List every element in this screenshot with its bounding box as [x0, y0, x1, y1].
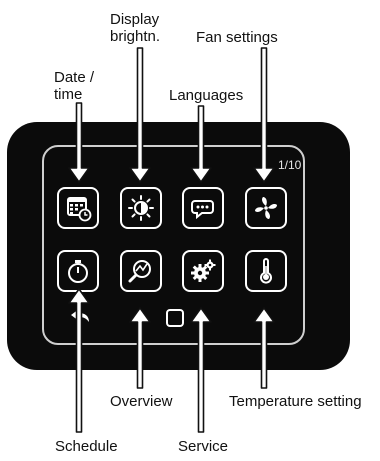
arrow-schedule [68, 288, 90, 433]
label-display-brightness: Display brightn. [110, 11, 161, 45]
page-indicator: 1/10 [278, 158, 302, 172]
overview-button[interactable] [120, 250, 162, 292]
label-temperature-setting: Temperature setting [229, 393, 362, 410]
device-panel [7, 122, 350, 370]
calendar-clock-icon [67, 197, 92, 222]
label-date-time: Date / time [54, 69, 95, 103]
fan-settings-button[interactable] [245, 187, 287, 229]
label-service: Service [178, 438, 229, 455]
arrow-fan-settings [253, 47, 275, 183]
magnifier-chart-icon [128, 260, 151, 283]
arrow-date-time [68, 102, 90, 183]
timer-icon [68, 260, 88, 283]
arrow-temperature-setting [253, 307, 275, 389]
fan-icon [255, 197, 277, 219]
arrow-display-brightness [129, 47, 151, 183]
label-fan-settings: Fan settings [196, 29, 278, 46]
temperature-setting-button[interactable] [245, 250, 287, 292]
home-icon[interactable] [166, 309, 184, 327]
arrow-languages [190, 105, 212, 183]
display-brightness-button[interactable] [120, 187, 162, 229]
service-button[interactable] [182, 250, 224, 292]
label-overview: Overview [110, 393, 173, 410]
speech-bubble-icon [191, 200, 214, 220]
arrow-overview [129, 307, 151, 389]
date-time-button[interactable] [57, 187, 99, 229]
thermometer-icon [260, 258, 272, 284]
arrow-service [190, 307, 212, 433]
label-languages: Languages [169, 87, 244, 104]
label-schedule: Schedule [55, 438, 118, 455]
gears-icon [191, 259, 216, 282]
screen-frame [42, 145, 305, 345]
languages-button[interactable] [182, 187, 224, 229]
brightness-icon [128, 195, 154, 221]
